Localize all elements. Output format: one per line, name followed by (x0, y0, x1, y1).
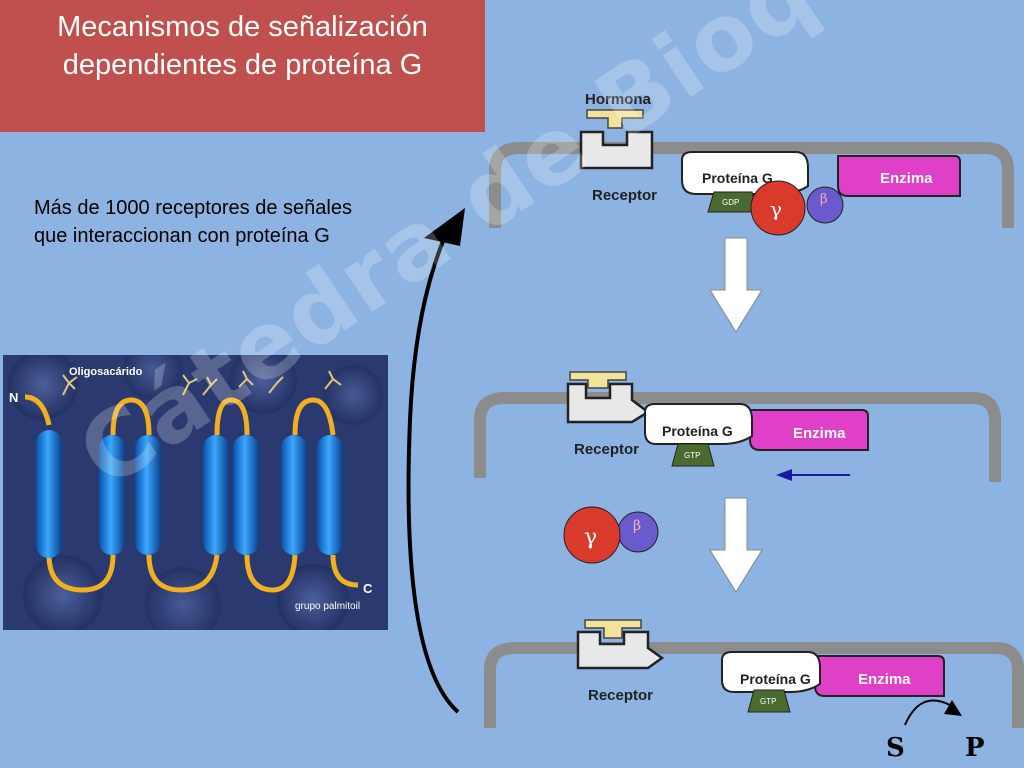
oligosacarido-label: Oligosacárido (69, 366, 143, 378)
down-arrow-1 (709, 237, 763, 333)
gdp-label: GDP (722, 198, 739, 207)
hormona-label: Hormona (585, 91, 651, 108)
membrane-1 (489, 142, 1014, 228)
reaction-arrow (904, 699, 951, 726)
enzima-label-1: Enzima (880, 170, 933, 187)
receptor-illustration-svg: Oligosacárido N C grupo palmitoil (3, 355, 388, 630)
proteina-g-shape-2 (644, 403, 753, 445)
proteina-g-label-2: Proteína G (662, 423, 733, 439)
receptor-shape-2 (566, 382, 651, 424)
gamma-label-free: γ (584, 525, 597, 550)
receptor-illustration: Oligosacárido N C grupo palmitoil (3, 355, 388, 630)
receptor-label-3: Receptor (588, 687, 653, 704)
gamma-subunit-1 (750, 180, 806, 236)
receptor-shape-3 (576, 630, 665, 670)
enzima-shape-3 (814, 655, 945, 697)
product-label: P (965, 733, 985, 763)
gamma-subunit-free (563, 506, 621, 564)
substrate-label: S (886, 733, 905, 763)
title-banner: Mecanismos de señalización dependientes … (0, 0, 485, 132)
beta-label-1: β (820, 192, 828, 207)
receptor-label-1: Receptor (592, 187, 657, 204)
n-terminal-label: N (9, 390, 18, 405)
hormona-shape-3 (584, 619, 642, 639)
palmitoil-label: grupo palmitoil (295, 601, 360, 612)
gtp-shape-3 (747, 689, 791, 713)
receptor-shape-1 (579, 130, 654, 170)
title-line-1: Mecanismos de señalización (57, 11, 428, 43)
hormona-bound (569, 371, 627, 389)
slide-title: Mecanismos de señalización dependientes … (0, 8, 485, 84)
gtp-label-3: GTP (760, 697, 776, 706)
enzima-label-2: Enzima (793, 425, 846, 442)
cycle-arrowhead (424, 208, 465, 246)
gamma-label-1: γ (770, 197, 782, 221)
down-arrow-2 (709, 497, 763, 593)
receptor-label-2: Receptor (574, 441, 639, 458)
gtp-label-2: GTP (684, 451, 700, 460)
membrane-2 (474, 392, 1001, 482)
membrane-3 (484, 642, 1024, 728)
proteina-g-label-3: Proteína G (740, 671, 811, 687)
beta-subunit-1 (806, 186, 844, 224)
cycle-arrow (406, 224, 460, 714)
beta-label-free: β (633, 518, 641, 534)
blue-arrowhead (776, 469, 792, 481)
enzima-shape-1 (837, 155, 961, 197)
c-terminal-label: C (363, 581, 373, 596)
title-line-2: dependientes de proteína G (62, 49, 423, 81)
hormona-shape (586, 109, 644, 129)
enzima-label-3: Enzima (858, 671, 911, 688)
proteina-g-shape-3 (721, 651, 821, 693)
subtitle-text: Más de 1000 receptores de señales que in… (34, 197, 352, 247)
gtp-shape-2 (671, 443, 715, 467)
proteina-g-label-1: Proteína G (702, 170, 773, 186)
reaction-arrowhead (944, 700, 962, 716)
enzima-shape-2 (749, 409, 869, 451)
